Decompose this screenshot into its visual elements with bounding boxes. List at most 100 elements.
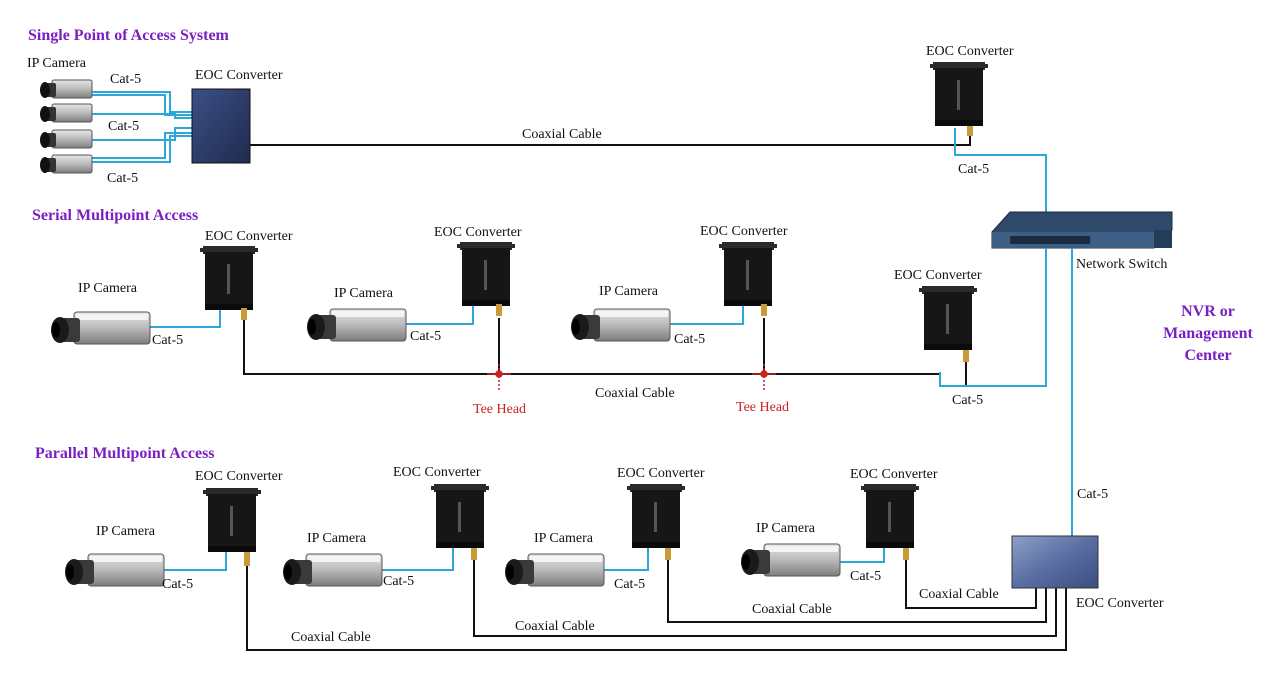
- cat5-cable: [939, 248, 1047, 387]
- ip-camera-icon: [64, 553, 165, 587]
- ip-camera-icon: [50, 311, 151, 345]
- coaxial-cable-label: Coaxial Cable: [515, 619, 595, 634]
- nvr-label-line3: Center: [1184, 347, 1231, 364]
- bnc-connector-icon: [903, 548, 909, 560]
- tee-head-icon: [752, 364, 776, 392]
- ip-camera-label: IP Camera: [27, 56, 87, 71]
- ip-camera-label: IP Camera: [78, 281, 138, 296]
- nvr-label-line2: Management: [1163, 325, 1253, 342]
- ip-camera-icon: [306, 308, 407, 342]
- tee-head-label: Tee Head: [736, 400, 789, 415]
- tee-head-icon: [487, 364, 511, 392]
- eoc-converter-icon: [627, 484, 685, 548]
- ip-camera-label: IP Camera: [307, 531, 367, 546]
- cat5-cable: [668, 302, 744, 325]
- eoc-converter-label: EOC Converter: [926, 44, 1014, 59]
- tee-head-label: Tee Head: [473, 402, 526, 417]
- network-switch-icon: [991, 211, 1173, 249]
- eoc-converter-icon: [919, 286, 977, 350]
- eoc-converter-icon: [200, 246, 258, 310]
- coaxial-cable: [473, 556, 1057, 637]
- ip-camera-icon: [39, 154, 93, 174]
- ip-camera-icon: [39, 103, 93, 123]
- cat5-label: Cat-5: [850, 569, 881, 584]
- coaxial-cable-label: Coaxial Cable: [595, 386, 675, 401]
- ip-camera-label: IP Camera: [599, 284, 659, 299]
- eoc-converter-label: EOC Converter: [434, 225, 522, 240]
- eoc-converter-icon: [431, 484, 489, 548]
- eoc-converter-label: EOC Converter: [195, 469, 283, 484]
- eoc-converter-label: EOC Converter: [617, 466, 705, 481]
- coaxial-cable: [250, 132, 971, 146]
- eoc-converter-label: EOC Converter: [850, 467, 938, 482]
- eoc-converter-label: EOC Converter: [1076, 596, 1164, 611]
- ip-camera-icon: [39, 79, 93, 99]
- ip-camera-label: IP Camera: [334, 286, 394, 301]
- ip-camera-label: IP Camera: [96, 524, 156, 539]
- eoc-converter-label: EOC Converter: [700, 224, 788, 239]
- cat5-cable: [160, 550, 227, 571]
- eoc-converter-label: EOC Converter: [205, 229, 293, 244]
- ip-camera-icon: [282, 553, 383, 587]
- cat5-label: Cat-5: [614, 577, 645, 592]
- single-point-section: IP Camera Cat-5 Cat-5 Cat-5 EOC Converte…: [27, 44, 1047, 222]
- cat5-cable: [92, 91, 192, 163]
- eoc-converter-icon: [861, 484, 919, 548]
- ip-camera-label: IP Camera: [756, 521, 816, 536]
- eoc-converter-label: EOC Converter: [894, 268, 982, 283]
- cat5-label: Cat-5: [152, 333, 183, 348]
- section-title-single: Single Point of Access System: [28, 27, 230, 44]
- bnc-connector-icon: [496, 304, 502, 316]
- cat5-label: Cat-5: [1077, 487, 1108, 502]
- eoc-converter-label: EOC Converter: [195, 68, 283, 83]
- parallel-multipoint-section: IP Camera IP Camera IP Camera IP Camera …: [64, 465, 1164, 651]
- ip-camera-icon: [504, 553, 605, 587]
- bnc-connector-icon: [963, 350, 969, 362]
- network-switch-label: Network Switch: [1076, 257, 1167, 272]
- ip-camera-icon: [740, 543, 841, 577]
- eoc-converter-icon: [457, 242, 515, 306]
- bnc-connector-icon: [967, 126, 973, 136]
- cat5-cable: [838, 546, 885, 563]
- coaxial-cable-label: Coaxial Cable: [752, 602, 832, 617]
- eoc-converter-icon: [930, 62, 988, 126]
- ip-camera-icon: [39, 129, 93, 149]
- section-title-serial: Serial Multipoint Access: [32, 207, 198, 224]
- bnc-connector-icon: [241, 308, 247, 320]
- ip-camera-icon: [570, 308, 671, 342]
- bnc-connector-icon: [244, 552, 250, 566]
- cat5-label: Cat-5: [952, 393, 983, 408]
- bnc-connector-icon: [471, 548, 477, 560]
- coaxial-cable-label: Coaxial Cable: [522, 127, 602, 142]
- cat5-label: Cat-5: [110, 72, 141, 87]
- cat5-cable: [380, 546, 454, 571]
- cat5-cable: [954, 128, 1047, 222]
- cat5-cable: [148, 308, 221, 328]
- cat5-label: Cat-5: [162, 577, 193, 592]
- eoc-converter-label: EOC Converter: [393, 465, 481, 480]
- coaxial-cable-label: Coaxial Cable: [291, 630, 371, 645]
- bnc-connector-icon: [665, 548, 671, 560]
- eoc-converter-icon: [191, 88, 251, 164]
- eoc-converter-icon: [1011, 535, 1099, 589]
- serial-multipoint-section: IP Camera IP Camera IP Camera EOC Conver…: [50, 224, 1047, 417]
- eoc-converter-icon: [719, 242, 777, 306]
- ip-camera-label: IP Camera: [534, 531, 594, 546]
- cat5-label: Cat-5: [410, 329, 441, 344]
- eoc-converter-icon: [203, 488, 261, 552]
- coaxial-cable-label: Coaxial Cable: [919, 587, 999, 602]
- section-title-parallel: Parallel Multipoint Access: [35, 445, 215, 462]
- cat5-label: Cat-5: [958, 162, 989, 177]
- bnc-connector-icon: [761, 304, 767, 316]
- cat5-label: Cat-5: [383, 574, 414, 589]
- coaxial-cable: [667, 556, 1047, 623]
- nvr-label-line1: NVR or: [1181, 303, 1235, 320]
- cat5-cable: [600, 546, 649, 571]
- coaxial-cable: [246, 566, 1067, 651]
- cat5-label: Cat-5: [674, 332, 705, 347]
- cat5-label: Cat-5: [107, 171, 138, 186]
- cat5-cable: [404, 302, 474, 325]
- cat5-label: Cat-5: [108, 119, 139, 134]
- coaxial-cable: [905, 556, 1037, 609]
